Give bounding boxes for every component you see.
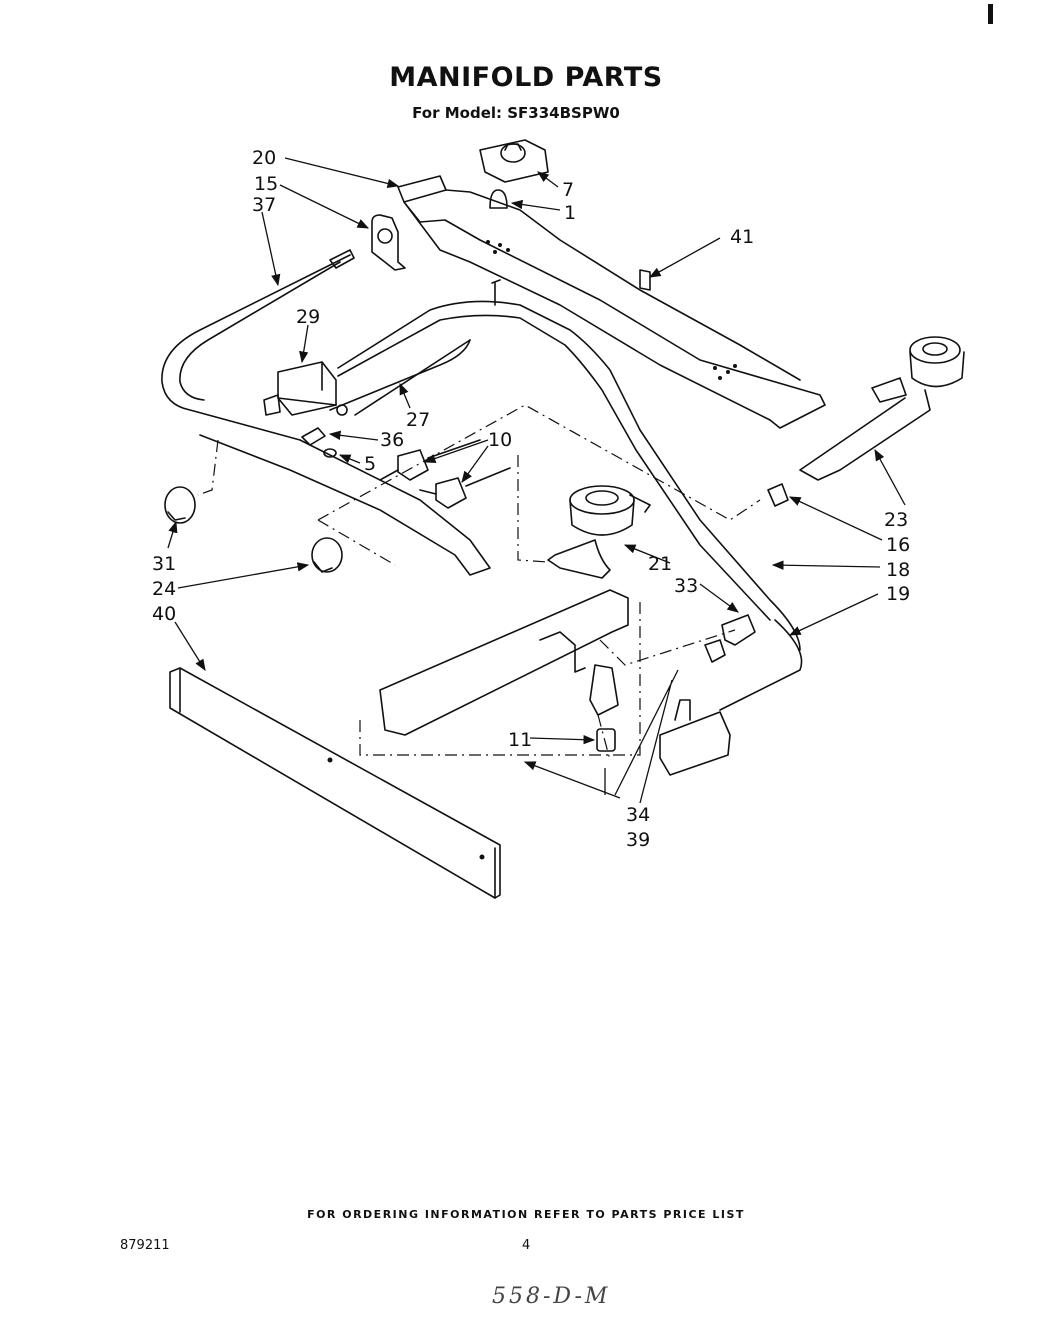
callout-40: 40 (152, 603, 176, 625)
burner-part-21 (547, 485, 651, 579)
corner-mark (988, 4, 993, 24)
knob-part-24 (311, 537, 343, 573)
top-manifold-bracket-part-20 (397, 175, 826, 429)
gas-tubing (337, 279, 803, 711)
shutter-part-16 (767, 483, 789, 507)
front-panel-part-40 (169, 667, 501, 899)
callout-1: 1 (564, 202, 576, 224)
callout-5: 5 (364, 453, 376, 475)
callout-7: 7 (562, 179, 574, 201)
callout-11: 11 (508, 729, 532, 751)
thermostat-tube-part-27 (329, 339, 471, 416)
callout-21: 21 (648, 553, 672, 575)
callout-15: 15 (254, 173, 278, 195)
bracket-part-33 (704, 614, 756, 663)
callout-29: 29 (296, 306, 320, 328)
orifice-part-1 (489, 189, 508, 209)
callout-18: 18 (886, 559, 910, 581)
callout-23: 23 (884, 509, 908, 531)
callout-34: 34 (626, 804, 650, 826)
rear-burner-part-23 (799, 336, 965, 481)
page-number: 4 (522, 1238, 531, 1253)
leader-lines (167, 157, 906, 804)
knob-part-31 (164, 486, 196, 524)
main-manifold-tube-part-37 (161, 249, 491, 576)
callout-31: 31 (152, 553, 176, 575)
callout-19: 19 (886, 583, 910, 605)
orifice-hood-part-11 (596, 728, 616, 752)
callout-33: 33 (674, 575, 698, 597)
callout-24: 24 (152, 578, 176, 600)
callout-16: 16 (886, 534, 910, 556)
ordering-info-note: FOR ORDERING INFORMATION REFER TO PARTS … (307, 1208, 745, 1221)
assembly-lines (197, 404, 761, 761)
safety-valve-part-39 (659, 699, 731, 776)
callout-37: 37 (252, 194, 276, 216)
handwritten-note: 558-D-M (492, 1284, 611, 1309)
callout-39: 39 (626, 829, 650, 851)
callout-10: 10 (488, 429, 512, 451)
callout-41: 41 (730, 226, 754, 248)
clip-part-41 (639, 269, 651, 291)
callout-numbers: 20 15 37 7 1 41 29 27 36 10 5 31 24 40 2… (152, 147, 910, 851)
callout-20: 20 (252, 147, 276, 169)
document-number: 879211 (120, 1238, 170, 1253)
burner-valves-part-10 (379, 439, 511, 509)
mount-bracket-part-15 (371, 214, 406, 271)
fitting-part-36 (301, 427, 326, 446)
model-subtitle: For Model: SF334BSPW0 (412, 104, 620, 122)
tray-part-34 (379, 589, 629, 736)
callout-36: 36 (380, 429, 404, 451)
burner-top-part-7 (479, 139, 549, 183)
screw-part-5 (323, 448, 337, 458)
page-title: MANIFOLD PARTS (389, 62, 663, 93)
callout-27: 27 (406, 409, 430, 431)
oven-valve-part-29 (263, 361, 337, 416)
